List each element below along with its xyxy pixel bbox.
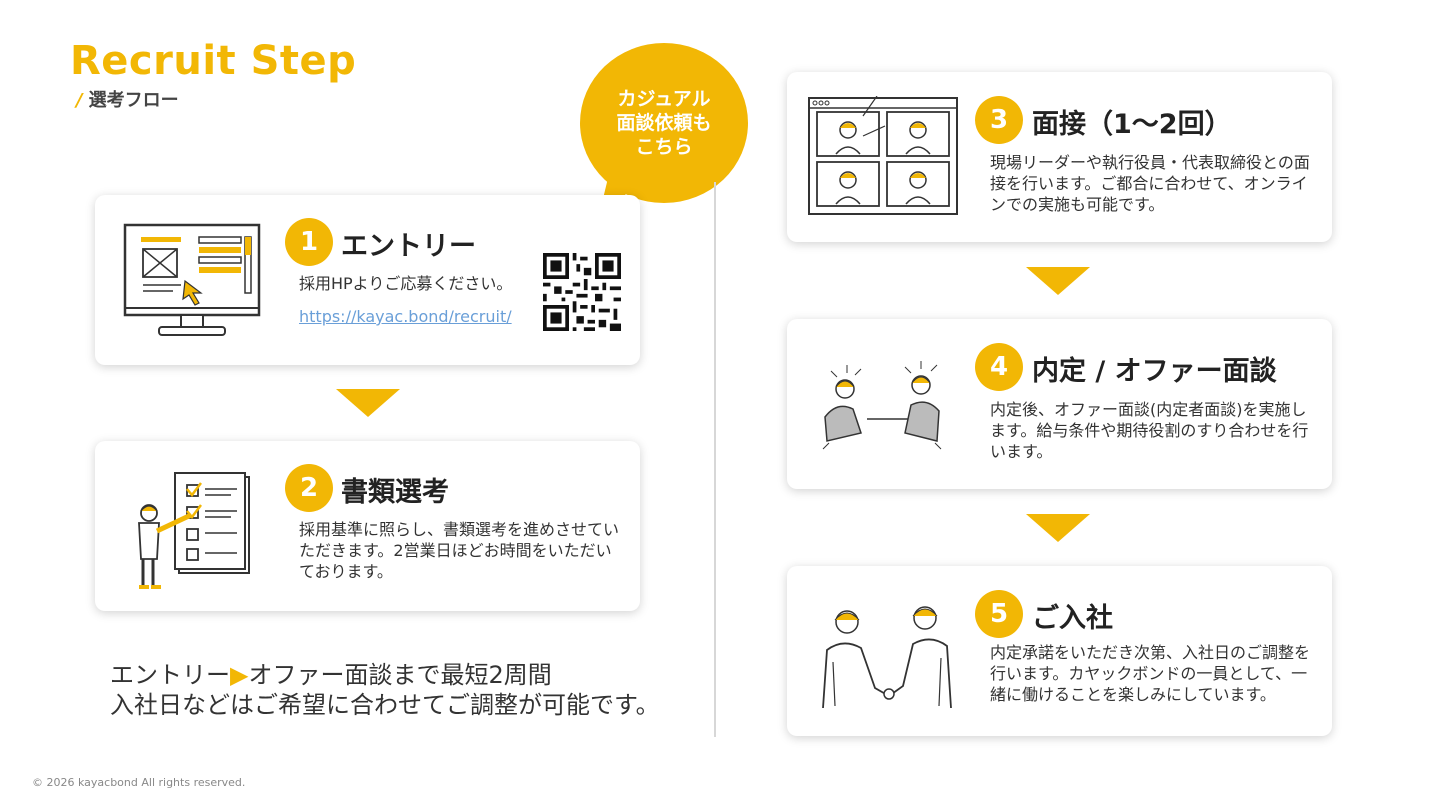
step-number-2: 2 <box>285 464 333 512</box>
page-title: Recruit Step <box>70 38 357 84</box>
step-number-4: 4 <box>975 343 1023 391</box>
qr-code-icon[interactable] <box>543 253 621 331</box>
step-desc-4: 内定後、オファー面談(内定者面談)を実施します。給与条件や期待役割のすり合わせを… <box>990 400 1309 461</box>
summary-offer: オファー面談まで最短2周間 <box>248 661 552 689</box>
step-number-3: 3 <box>975 96 1023 144</box>
column-divider <box>714 182 716 737</box>
meeting-icon <box>822 361 942 450</box>
step-card-2: 2 書類選考 採用基準に照らし、書類選考を進めさせていただきます。2営業日ほどお… <box>95 441 640 611</box>
page-subtitle: /選考フロー <box>76 86 179 112</box>
step-title-4: 内定 / オファー面談 <box>1032 356 1277 387</box>
step-title-1: エントリー <box>341 231 476 262</box>
step-title-5: ご入社 <box>1032 603 1113 634</box>
flow-arrow-3 <box>1026 514 1090 542</box>
bubble-line-1: カジュアル <box>617 88 711 110</box>
step-title-2: 書類選考 <box>341 477 449 508</box>
step-desc-3: 現場リーダーや執行役員・代表取締役との面接を行います。ご都合に合わせて、オンライ… <box>990 153 1310 214</box>
summary-entry: エントリー <box>110 661 230 689</box>
copyright-footer: © 2026 kayacbond All rights reserved. <box>32 776 246 789</box>
handshake-icon <box>822 606 952 709</box>
checklist-person-icon <box>138 472 250 589</box>
bubble-line-2: 面談依頼も <box>616 112 712 134</box>
step-number-1: 1 <box>285 218 333 266</box>
step-card-4: 4 内定 / オファー面談 内定後、オファー面談(内定者面談)を実施します。給与… <box>787 319 1332 489</box>
step-card-3: 3 面接（1〜2回） 現場リーダーや執行役員・代表取締役との面接を行います。ご都… <box>787 72 1332 242</box>
step-desc-1: 採用HPよりご応募ください。 <box>299 274 513 293</box>
step-desc-2: 採用基準に照らし、書類選考を進めさせていただきます。2営業日ほどお時間をいただい… <box>299 520 620 581</box>
subtitle-slash: / <box>76 90 83 111</box>
web-form-icon <box>123 223 261 336</box>
video-call-icon <box>808 96 958 215</box>
step-number-5: 5 <box>975 590 1023 638</box>
step-title-3: 面接（1〜2回） <box>1032 109 1232 140</box>
summary-arrow-icon: ▶ <box>230 661 249 689</box>
recruit-link[interactable]: https://kayac.bond/recruit/ <box>299 307 512 326</box>
bubble-line-3: こちら <box>635 136 693 158</box>
flow-arrow-2 <box>1026 267 1090 295</box>
casual-interview-bubble[interactable]: カジュアル 面談依頼も こちら <box>580 43 748 203</box>
step-card-1: 1 エントリー 採用HPよりご応募ください。 https://kayac.bon… <box>95 195 640 365</box>
summary-line-2: 入社日などはご希望に合わせてご調整が可能です。 <box>110 691 660 719</box>
subtitle-text: 選考フロー <box>88 90 179 111</box>
flow-arrow-1 <box>336 389 400 417</box>
step-desc-5: 内定承諾をいただき次第、入社日のご調整を行います。カヤックボンドの一員として、一… <box>990 643 1311 704</box>
step-card-5: 5 ご入社 内定承諾をいただき次第、入社日のご調整を行います。カヤックボンドの一… <box>787 566 1332 736</box>
summary-text: エントリー▶オファー面談まで最短2周間 入社日などはご希望に合わせてご調整が可能… <box>110 660 660 720</box>
